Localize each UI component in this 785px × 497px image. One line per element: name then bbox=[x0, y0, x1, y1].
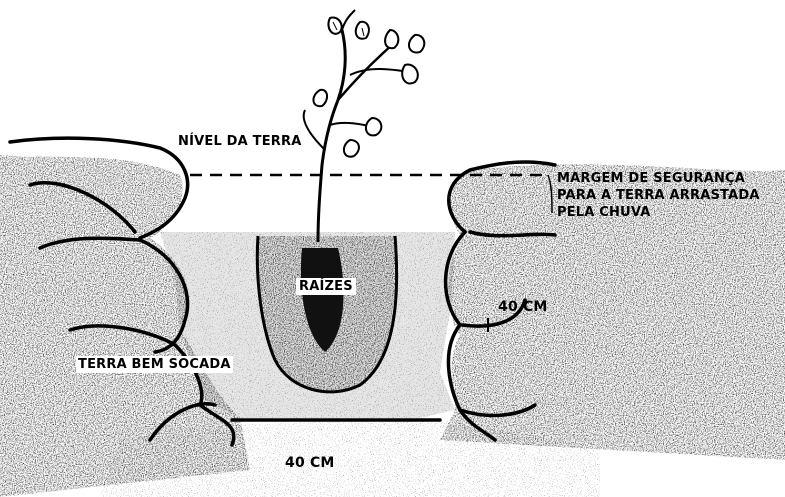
leaf-icon bbox=[409, 35, 424, 53]
roots-label: RAÍZES bbox=[296, 278, 356, 295]
width-label: 40 CM bbox=[285, 455, 335, 472]
depth-label: 40 CM bbox=[498, 299, 548, 316]
packed-soil-label: TERRA BEM SOCADA bbox=[76, 356, 233, 373]
safety-margin-line-3: PELA CHUVA bbox=[557, 204, 760, 221]
leaf-icon bbox=[344, 140, 359, 157]
leaf-icon bbox=[313, 90, 327, 106]
seedling bbox=[304, 10, 425, 242]
ground-level-label: NÍVEL DA TERRA bbox=[178, 133, 301, 150]
leaf-icon bbox=[385, 30, 398, 48]
leaf-icon bbox=[402, 65, 418, 84]
safety-margin-line-2: PARA A TERRA ARRASTADA bbox=[557, 187, 760, 204]
leaf-icon bbox=[366, 118, 381, 135]
safety-margin-line-1: MARGEM DE SEGURANÇA bbox=[557, 170, 760, 187]
safety-margin-label: MARGEM DE SEGURANÇA PARA A TERRA ARRASTA… bbox=[557, 170, 760, 221]
